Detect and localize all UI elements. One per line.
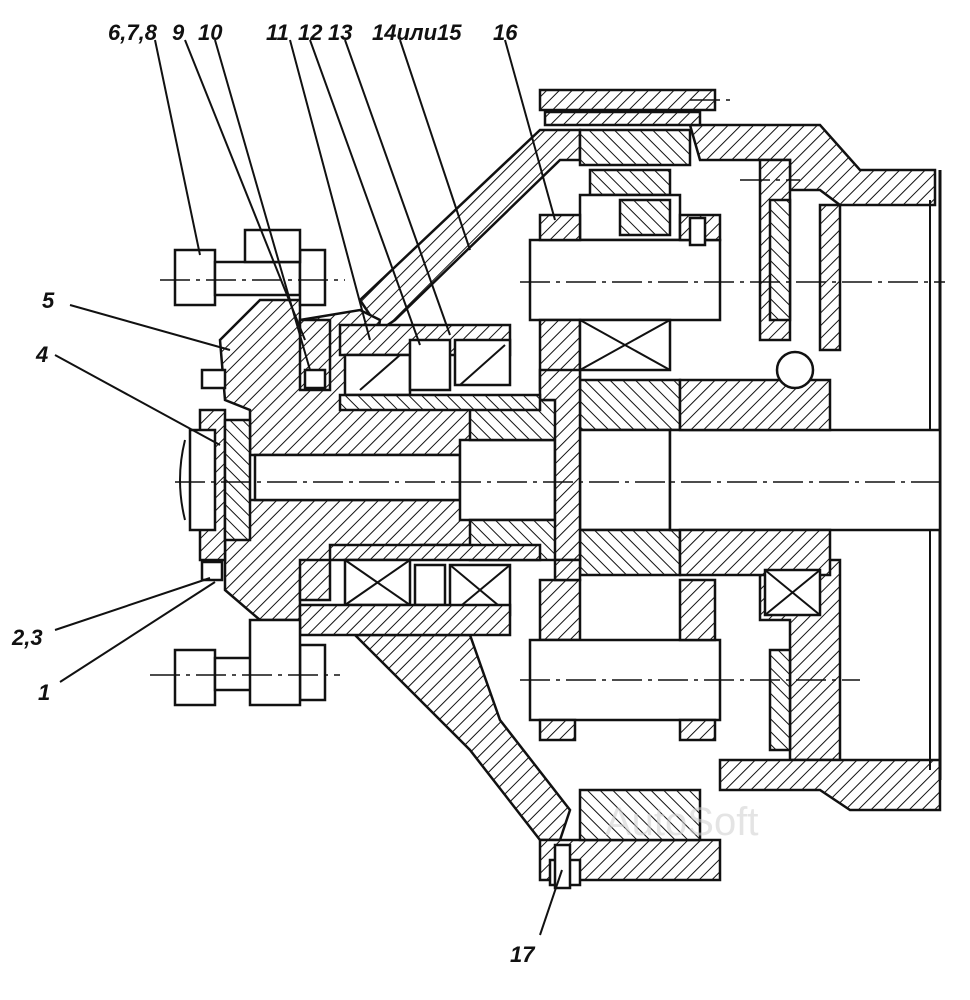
callout-13: 13 [328,20,352,45]
callout-16: 16 [493,20,518,45]
centerlines [150,99,945,681]
upper-bearings [298,318,542,412]
callout-1: 1 [38,680,50,705]
conical-cover [358,88,717,332]
callout-4: 4 [35,342,48,367]
callout-11: 11 [266,20,289,45]
callout-14-or-15: 14или15 [372,20,462,45]
right-housing [688,123,942,812]
callout-17: 17 [510,942,536,967]
callout-10: 10 [198,20,223,45]
callout-9: 9 [172,20,185,45]
output-shaft [668,350,942,617]
callout-labels: 6,7,8 9 10 11 12 13 14или15 16 5 4 2,3 1… [11,20,536,967]
callout-2-3: 2,3 [11,625,43,650]
leader-lines [54,39,563,936]
lower-flange-bolt [173,618,327,707]
lower-bearings [298,543,542,637]
callout-5: 5 [42,288,55,313]
watermark: AutoSoft [605,800,758,844]
callout-12: 12 [298,20,323,45]
upper-flange-bolt [173,228,327,307]
callout-6-7-8: 6,7,8 [108,20,158,45]
planet-gear-block [528,213,722,742]
